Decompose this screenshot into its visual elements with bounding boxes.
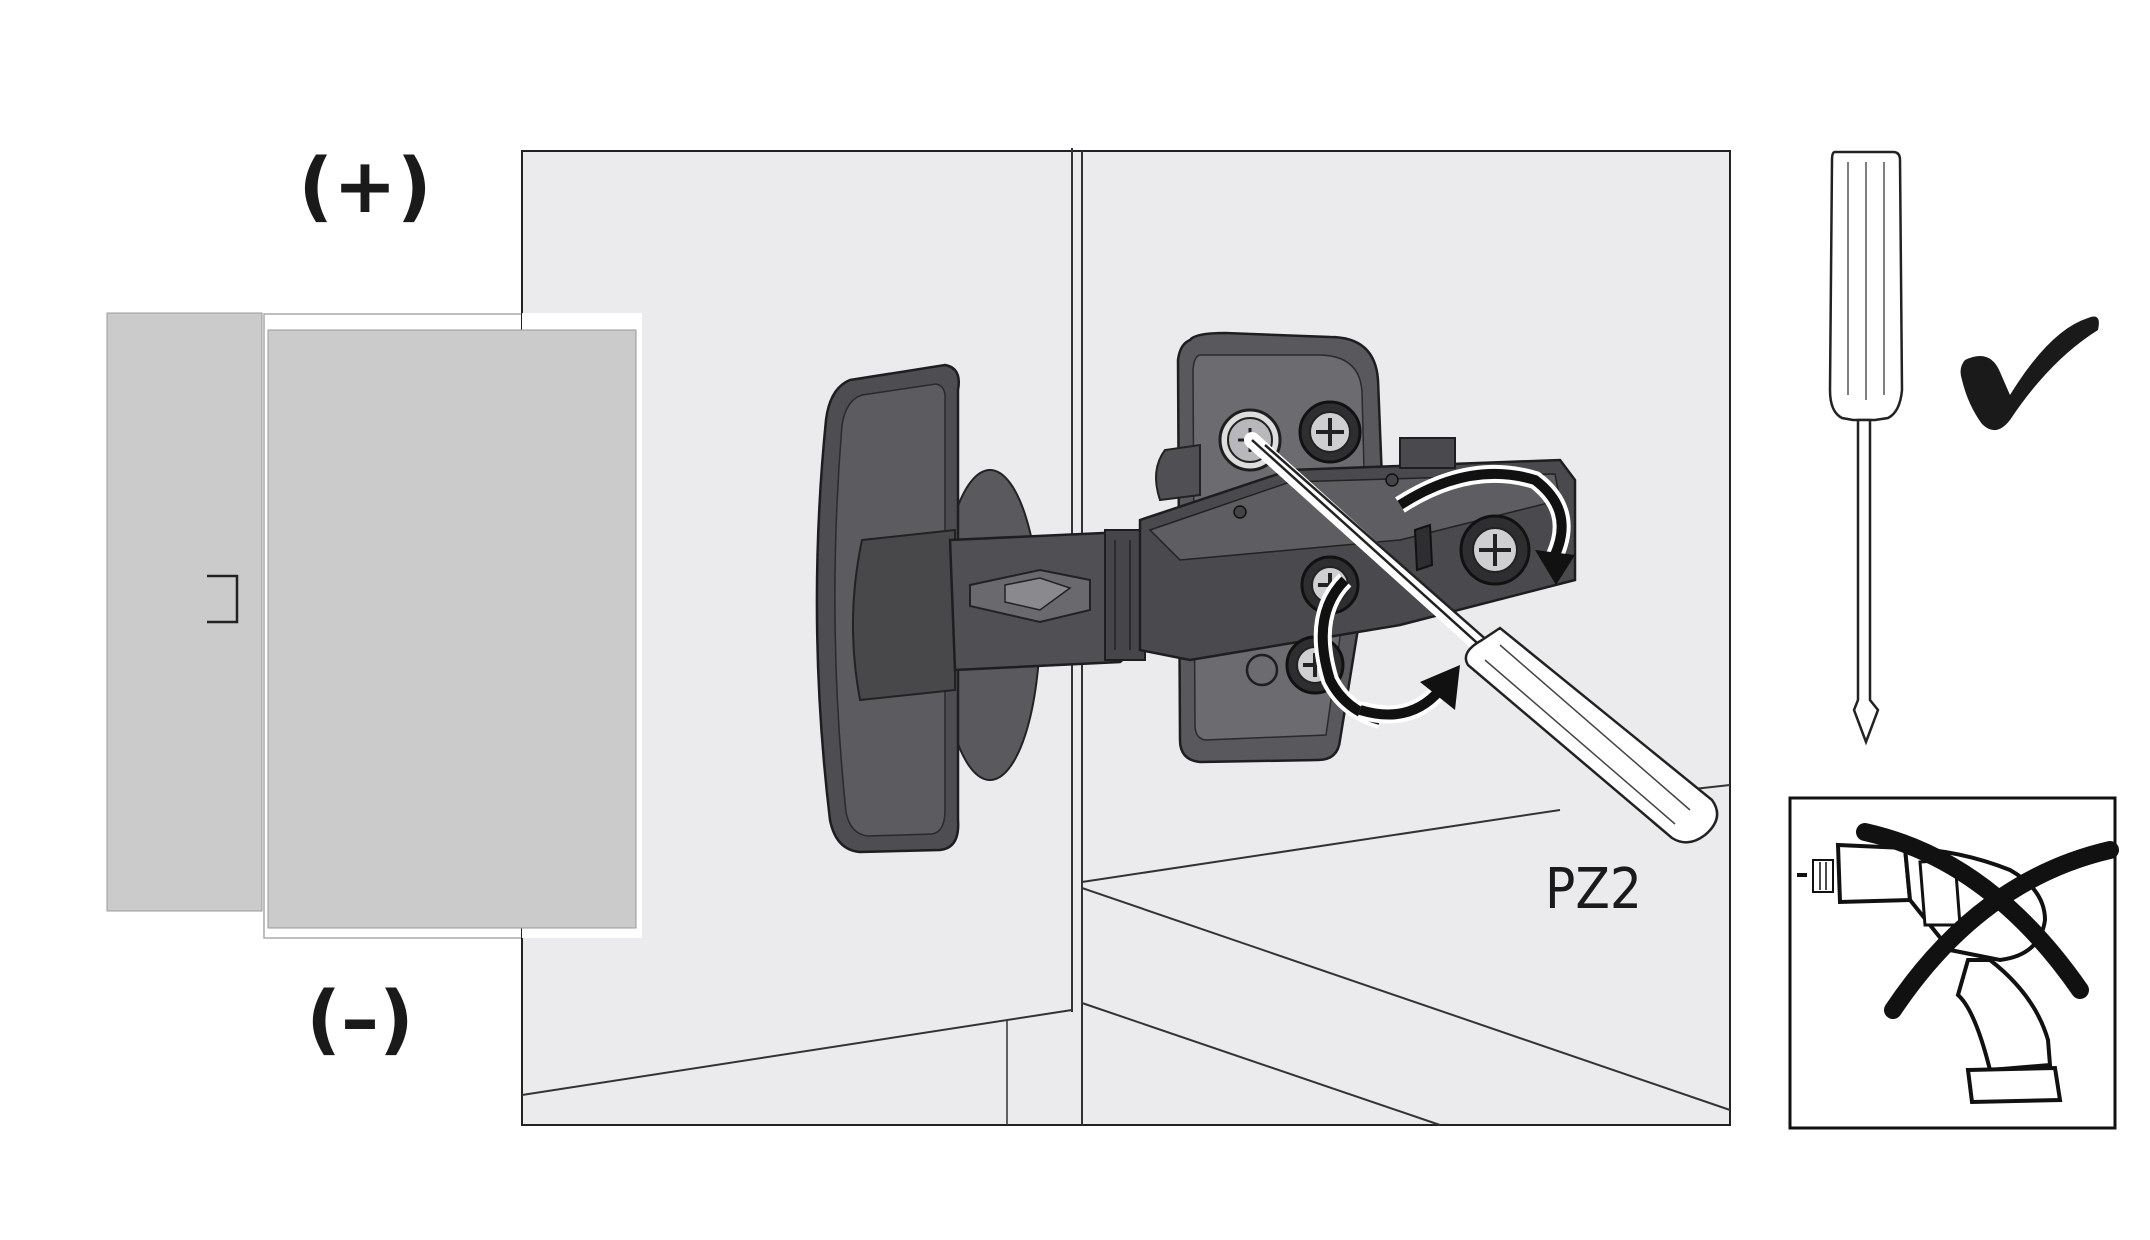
cross-out-icon xyxy=(1856,823,2119,1019)
hinge-arm xyxy=(948,529,1147,672)
rotate-arrow-icon xyxy=(1313,464,1575,729)
screwdriver-in-use xyxy=(1244,432,1719,844)
fixing-screw-top-right xyxy=(1298,400,1362,464)
screwdriver-icon xyxy=(1828,150,1904,746)
bit-size-label: PZ2 xyxy=(1545,857,1642,922)
cabinet-interior-illustration: PZ2 xyxy=(267,148,1731,1126)
cabinet-side-panel xyxy=(106,312,263,912)
door-panel-front xyxy=(267,329,637,929)
checkmark-icon xyxy=(1960,316,2099,431)
adjustment-screw-depth xyxy=(1459,514,1531,586)
tool-guidance xyxy=(1788,150,2119,1130)
plus-label: (+) xyxy=(298,141,431,230)
minus-label: (–) xyxy=(306,974,413,1063)
gap-mark-left xyxy=(207,574,239,624)
interior-wall xyxy=(521,150,1731,1126)
power-drill-icon xyxy=(1797,842,2063,1105)
power-drill-prohibited xyxy=(1788,796,2119,1130)
